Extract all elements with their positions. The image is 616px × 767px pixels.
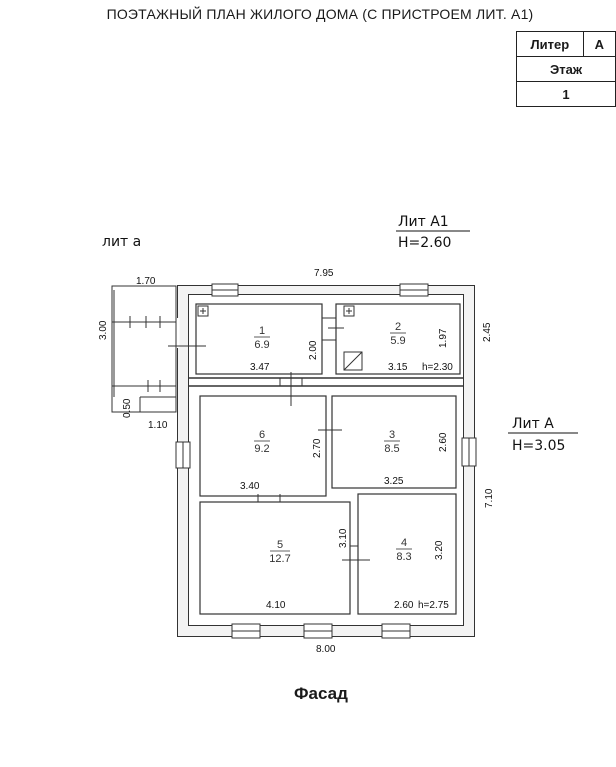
- room-1-number: 1: [259, 325, 265, 337]
- room-5-outline: [199, 501, 351, 615]
- room-6-outline: [199, 395, 327, 497]
- dim-top-total: 7.95: [314, 268, 334, 279]
- dimension-labels: 7.95 1.70 3.00 0.50 1.10 2.45 7.10 8.00 …: [98, 268, 495, 655]
- dim-right-a: 7.10: [484, 488, 495, 508]
- dim-room2-depth: 1.97: [438, 328, 449, 348]
- room-1-area: 6.9: [254, 339, 269, 351]
- liter-label: Литер: [516, 31, 584, 57]
- plan-title: ПОЭТАЖНЫЙ ПЛАН ЖИЛОГО ДОМА (С ПРИСТРОЕМ …: [106, 6, 534, 22]
- room-2-area: 5.9: [390, 335, 405, 347]
- room-3-number: 3: [389, 429, 395, 441]
- info-table: Литер А Этаж 1: [516, 31, 616, 107]
- floor-value: 1: [516, 81, 616, 107]
- doors: [168, 317, 370, 561]
- dim-room6-width: 3.40: [240, 481, 260, 492]
- dim-room2-width: 3.15: [388, 362, 408, 373]
- dim-room2-height: h=2.30: [422, 362, 453, 373]
- dim-right-a1: 2.45: [482, 322, 493, 342]
- dim-room3-depth: 2.60: [438, 432, 449, 452]
- dim-room1-width: 3.47: [250, 362, 270, 373]
- lit-a-small-label: лит а: [102, 234, 141, 250]
- room-3-area: 8.5: [384, 443, 399, 455]
- room-labels: 1 6.9 2 5.9 3 8.5 4 8.3 5 12.7 6 9.2: [254, 321, 412, 565]
- lit-a1-label: Лит А1: [398, 214, 449, 230]
- room-6-number: 6: [259, 429, 265, 441]
- liter-labels: лит а Лит А1 Н=2.60 Лит А Н=3.05: [102, 214, 578, 454]
- dim-bottom-total: 8.00: [316, 644, 336, 655]
- dim-porch-depth: 3.00: [98, 320, 109, 340]
- room-5-number: 5: [277, 539, 283, 551]
- fixture-icons: [197, 305, 363, 371]
- dim-porch-small: 0.50: [122, 398, 133, 418]
- room-1-outline: [195, 303, 323, 375]
- room-5-area: 12.7: [269, 553, 290, 565]
- lit-a1-height: Н=2.60: [398, 235, 451, 251]
- room-2-number: 2: [395, 321, 401, 333]
- dim-room4-depth: 3.20: [434, 540, 445, 560]
- dim-room4-height: h=2.75: [418, 600, 449, 611]
- room-6-area: 9.2: [254, 443, 269, 455]
- dim-room5-width: 4.10: [266, 600, 286, 611]
- dim-room3-width: 3.25: [384, 476, 404, 487]
- room-4-outline: [357, 493, 457, 615]
- dim-room1-depth: 2.00: [308, 340, 319, 360]
- room-3-outline: [331, 395, 457, 489]
- floor-label: Этаж: [516, 56, 616, 82]
- lit-a-label: Лит А: [512, 416, 554, 432]
- dim-room5-depth: 3.10: [338, 528, 349, 548]
- facade-label: Фасад: [294, 684, 348, 703]
- porch-outline: [111, 285, 177, 413]
- dim-porch-width: 1.70: [136, 276, 156, 287]
- room-4-area: 8.3: [396, 551, 411, 563]
- lit-a-height: Н=3.05: [512, 438, 565, 454]
- dim-room6-depth: 2.70: [312, 438, 323, 458]
- dim-porch-bottom: 1.10: [148, 420, 168, 431]
- dim-room4-width: 2.60: [394, 600, 414, 611]
- room-4-number: 4: [401, 537, 407, 549]
- windows: [175, 283, 477, 639]
